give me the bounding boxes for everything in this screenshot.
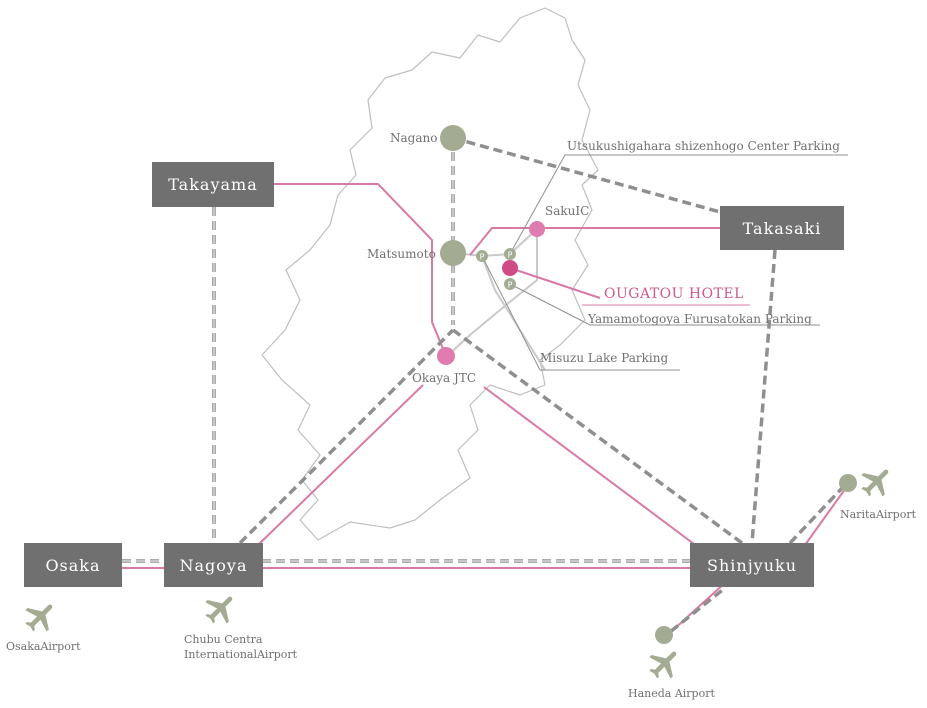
- okaya-jtc-label: Okaya JTC: [412, 371, 477, 385]
- hotel-label: OUGATOU HOTEL: [604, 286, 744, 302]
- osaka-box: Osaka: [24, 543, 122, 587]
- takayama-box: Takayama: [152, 162, 274, 207]
- airplane-icon: [649, 651, 677, 679]
- svg-text:P: P: [508, 251, 513, 260]
- matsumoto-label: Matsumoto: [367, 247, 436, 261]
- parking-icon: P: [504, 248, 516, 260]
- expressway-centerlines: [122, 138, 690, 562]
- osaka-airport-label: OsakaAirport: [6, 640, 81, 653]
- svg-text:P: P: [480, 253, 485, 262]
- saku-ic-node: [529, 221, 545, 237]
- parking-icon: P: [476, 250, 488, 262]
- nagoya-box: Nagoya: [164, 543, 263, 587]
- airplane-icon: [861, 469, 889, 497]
- nagano-prefecture-outline: [261, 7, 599, 541]
- utsukushigahara-parking-label: Utsukushigahara shizenhogo Center Parkin…: [567, 139, 840, 153]
- local-roads: [446, 228, 546, 371]
- narita-airport-label: NaritaAirport: [840, 508, 917, 521]
- parking-icon: P: [504, 278, 516, 290]
- saku-ic-label: SakuIC: [545, 204, 590, 218]
- matsumoto-node: [440, 240, 466, 266]
- haneda-airport-label: Haneda Airport: [628, 687, 715, 700]
- svg-text:P: P: [508, 281, 513, 290]
- narita-node: [839, 474, 857, 492]
- chubu-airport-label-line2: InternationalAirport: [184, 648, 298, 661]
- shinjyuku-box: Shinjyuku: [690, 543, 814, 587]
- airplane-icon: [205, 596, 233, 624]
- chubu-airport-label-line1: Chubu Centra: [184, 633, 263, 646]
- airplane-icon: [25, 604, 53, 632]
- nagano-label: Nagano: [390, 131, 438, 145]
- nagano-node: [440, 125, 466, 151]
- takasaki-box: Takasaki: [720, 206, 844, 250]
- ougatou-hotel-node: [502, 260, 518, 276]
- label-leaders: [481, 154, 848, 371]
- misuzu-parking-label: Misuzu Lake Parking: [540, 351, 669, 365]
- yamamotogoya-parking-label: Yamamotogoya Furusatokan Parking: [588, 312, 812, 326]
- haneda-node: [655, 626, 673, 644]
- okaya-jtc-node: [437, 347, 455, 365]
